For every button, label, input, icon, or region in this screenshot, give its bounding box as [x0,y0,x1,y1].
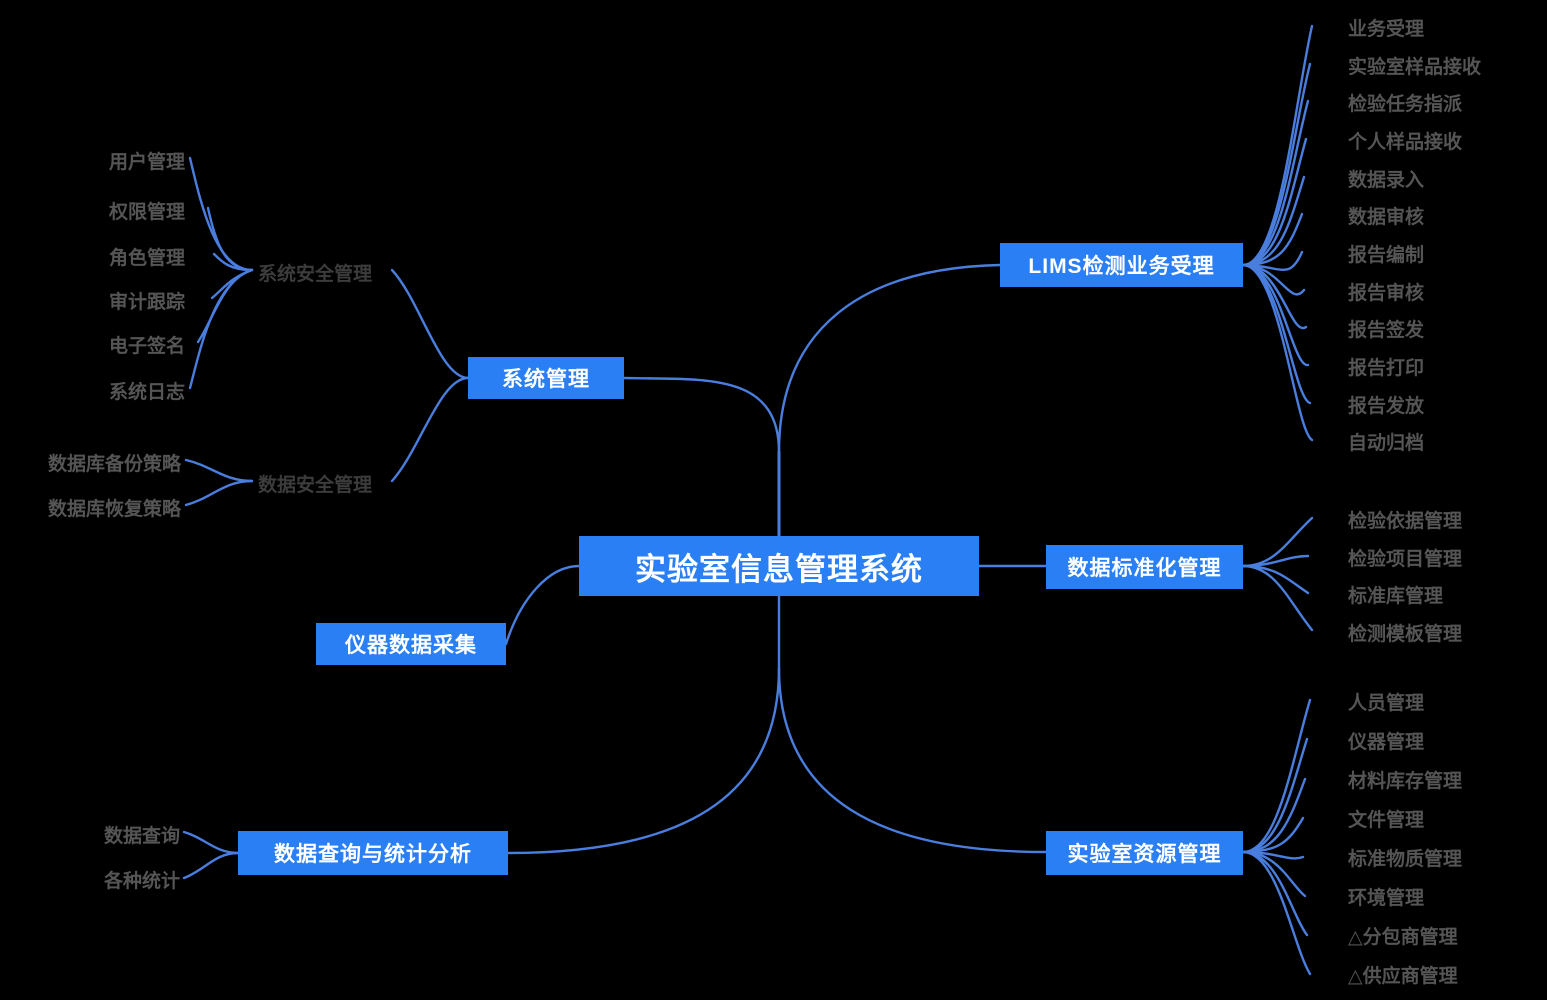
node-root[interactable]: 实验室信息管理系统 [579,536,979,596]
leaf-label: 标准库管理 [1348,586,1444,607]
leaf-item[interactable]: 数据查询 [104,821,180,848]
leaf-item[interactable]: 自动归档 [1348,428,1424,455]
subtopic-system-security-label: 系统安全管理 [258,264,373,285]
leaf-item[interactable]: 报告打印 [1348,353,1424,380]
node-lims-label: LIMS检测业务受理 [1028,255,1215,278]
leaf-label: 标准物质管理 [1348,849,1463,870]
leaf-item[interactable]: 数据库备份策略 [48,449,181,476]
leaf-item[interactable]: 报告编制 [1348,240,1424,267]
leaf-item[interactable]: 环境管理 [1348,883,1424,910]
leaf-label: △分包商管理 [1348,927,1458,948]
leaf-label: 电子签名 [108,336,185,357]
leaf-label: 报告签发 [1348,320,1425,341]
node-lims[interactable]: LIMS检测业务受理 [1000,243,1243,287]
node-system-mgmt[interactable]: 系统管理 [468,357,624,399]
leaf-item[interactable]: 业务受理 [1348,14,1424,41]
leaf-item[interactable]: 报告发放 [1348,391,1424,418]
leaf-item[interactable]: 检验项目管理 [1348,544,1462,571]
leaf-item[interactable]: 材料库存管理 [1348,766,1462,793]
leaf-label: 各种统计 [103,871,180,892]
node-lab-resource-label: 实验室资源管理 [1067,843,1222,866]
node-data-standard-label: 数据标准化管理 [1067,557,1222,580]
leaf-label: 数据库备份策略 [47,454,181,475]
leaf-label: 数据录入 [1348,170,1425,191]
leaf-label: 文件管理 [1348,810,1425,831]
node-instrument-label: 仪器数据采集 [345,634,477,657]
node-query-stat[interactable]: 数据查询与统计分析 [238,831,508,875]
leaf-item[interactable]: 实验室样品接收 [1348,52,1481,79]
leaf-label: 角色管理 [108,248,185,269]
leaf-label: 报告打印 [1348,358,1425,379]
leaf-item[interactable]: 电子签名 [109,331,185,358]
leaf-item[interactable]: 数据录入 [1348,165,1424,192]
leaf-item[interactable]: 标准库管理 [1348,581,1443,608]
subtopic-data-security[interactable]: 数据安全管理 [258,470,372,497]
leaf-item[interactable]: 数据审核 [1348,202,1424,229]
leaf-label: 数据审核 [1348,207,1425,228]
leaf-label: 自动归档 [1348,433,1425,454]
leaf-item[interactable]: 各种统计 [104,866,180,893]
leaf-item[interactable]: 系统日志 [109,377,185,404]
leaf-label: 用户管理 [108,152,185,173]
leaf-label: 检测模板管理 [1348,624,1463,645]
subtopic-system-security[interactable]: 系统安全管理 [258,259,372,286]
leaf-item[interactable]: 检验任务指派 [1348,89,1462,116]
leaf-label: 报告编制 [1348,245,1425,266]
leaf-item[interactable]: 文件管理 [1348,805,1424,832]
node-data-standard[interactable]: 数据标准化管理 [1046,545,1243,589]
leaf-label: 系统日志 [108,382,185,403]
leaf-item[interactable]: 报告签发 [1348,315,1424,342]
node-system-mgmt-label: 系统管理 [502,368,590,391]
leaf-label: 报告审核 [1348,283,1425,304]
leaf-label: 数据查询 [103,826,180,847]
leaf-item[interactable]: 检验依据管理 [1348,506,1462,533]
leaf-label: 业务受理 [1348,19,1425,40]
leaf-item[interactable]: 权限管理 [109,197,185,224]
node-root-label: 实验室信息管理系统 [635,551,923,587]
leaf-label: △供应商管理 [1348,966,1458,987]
leaf-item[interactable]: 人员管理 [1348,688,1424,715]
leaf-item[interactable]: △分包商管理 [1348,922,1458,949]
leaf-label: 仪器管理 [1348,732,1425,753]
node-lab-resource[interactable]: 实验室资源管理 [1046,831,1243,875]
leaf-label: 检验项目管理 [1348,549,1463,570]
leaf-item[interactable]: △供应商管理 [1348,961,1458,988]
leaf-label: 权限管理 [108,202,185,223]
leaf-item[interactable]: 检测模板管理 [1348,619,1462,646]
leaf-item[interactable]: 仪器管理 [1348,727,1424,754]
leaf-label: 材料库存管理 [1348,771,1463,792]
leaf-item[interactable]: 数据库恢复策略 [48,494,181,521]
leaf-label: 检验依据管理 [1348,511,1463,532]
leaf-label: 审计跟踪 [108,292,185,313]
leaf-item[interactable]: 用户管理 [109,147,185,174]
leaf-label: 环境管理 [1348,888,1425,909]
subtopic-data-security-label: 数据安全管理 [258,475,373,496]
leaf-item[interactable]: 标准物质管理 [1348,844,1462,871]
node-instrument[interactable]: 仪器数据采集 [316,623,506,665]
leaf-label: 实验室样品接收 [1348,57,1482,78]
leaf-label: 人员管理 [1348,693,1425,714]
leaf-label: 检验任务指派 [1348,94,1463,115]
leaf-label: 个人样品接收 [1348,132,1463,153]
leaf-item[interactable]: 个人样品接收 [1348,127,1462,154]
leaf-label: 报告发放 [1348,396,1425,417]
leaf-item[interactable]: 报告审核 [1348,278,1424,305]
leaf-label: 数据库恢复策略 [47,499,181,520]
leaf-item[interactable]: 审计跟踪 [109,287,185,314]
node-query-stat-label: 数据查询与统计分析 [274,843,472,866]
leaf-item[interactable]: 角色管理 [109,243,185,270]
